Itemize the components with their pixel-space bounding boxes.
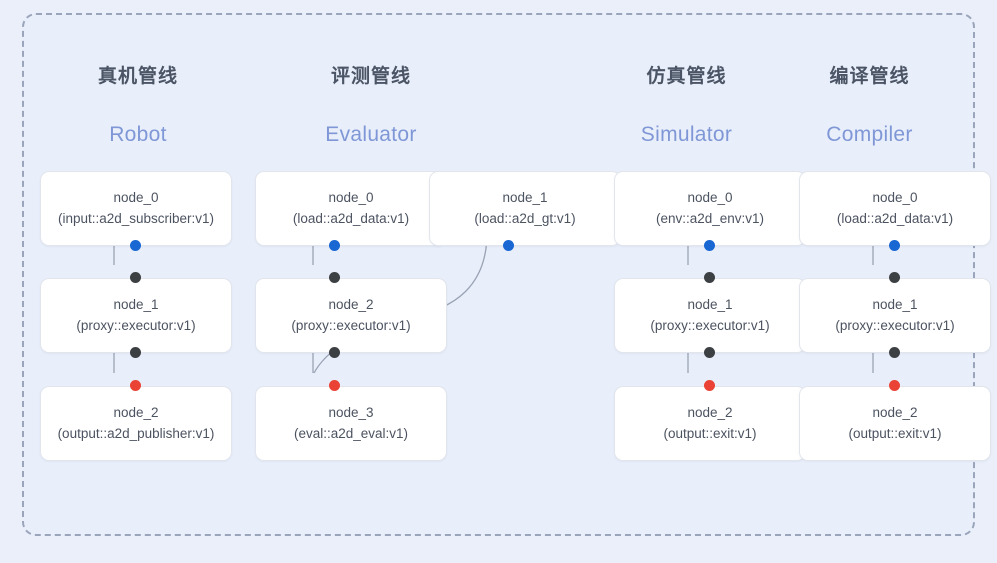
node-impl: (load::a2d_gt:v1) [474, 211, 576, 226]
node-impl: (eval::a2d_eval:v1) [293, 426, 409, 441]
port-input-compiler-2[interactable] [889, 380, 900, 391]
column-title-en-evaluator: Evaluator [325, 123, 417, 146]
pipeline-column-simulator: 仿真管线 Simulator node_0 (env::a2d_env:v1) … [590, 13, 806, 536]
port-input-simulator-2[interactable] [704, 380, 715, 391]
port-input-simulator-1[interactable] [704, 272, 715, 283]
node-simulator-1[interactable]: node_1 (proxy::executor:v1) [614, 278, 806, 353]
node-id: node_2 [872, 405, 918, 420]
node-impl: (proxy::executor:v1) [650, 318, 770, 333]
port-output-compiler-1[interactable] [889, 347, 900, 358]
pipeline-columns: 真机管线 Robot node_0 (input::a2d_subscriber… [22, 13, 991, 536]
port-output-simulator-0[interactable] [704, 240, 715, 251]
column-title-en-compiler: Compiler [826, 123, 913, 146]
pipeline-column-robot: 真机管线 Robot node_0 (input::a2d_subscriber… [22, 13, 254, 536]
node-impl: (load::a2d_data:v1) [292, 211, 410, 226]
node-robot-2[interactable]: node_2 (output::a2d_publisher:v1) [40, 386, 232, 461]
node-id: node_2 [113, 405, 159, 420]
node-impl: (output::exit:v1) [848, 426, 942, 441]
column-title-cn-simulator: 仿真管线 [646, 66, 727, 87]
node-simulator-2[interactable]: node_2 (output::exit:v1) [614, 386, 806, 461]
column-title-cn-compiler: 编译管线 [829, 66, 910, 87]
port-input-robot-1[interactable] [130, 272, 141, 283]
node-robot-0[interactable]: node_0 (input::a2d_subscriber:v1) [40, 171, 232, 246]
node-id: node_2 [328, 297, 374, 312]
node-robot-1[interactable]: node_1 (proxy::executor:v1) [40, 278, 232, 353]
node-id: node_1 [113, 297, 159, 312]
node-compiler-0[interactable]: node_0 (load::a2d_data:v1) [799, 171, 991, 246]
node-compiler-1[interactable]: node_1 (proxy::executor:v1) [799, 278, 991, 353]
port-output-evaluator-2[interactable] [329, 347, 340, 358]
node-compiler-2[interactable]: node_2 (output::exit:v1) [799, 386, 991, 461]
node-simulator-0[interactable]: node_0 (env::a2d_env:v1) [614, 171, 806, 246]
port-output-robot-0[interactable] [130, 240, 141, 251]
node-impl: (input::a2d_subscriber:v1) [57, 211, 215, 226]
node-evaluator-1[interactable]: node_1 (load::a2d_gt:v1) [429, 171, 621, 246]
node-impl: (proxy::executor:v1) [291, 318, 411, 333]
node-id: node_0 [687, 190, 733, 205]
pipeline-column-evaluator: 评测管线 Evaluator node_0 (load::a2d_data:v1… [238, 13, 621, 536]
port-input-evaluator-3[interactable] [329, 380, 340, 391]
node-evaluator-2[interactable]: node_2 (proxy::executor:v1) [255, 278, 447, 353]
column-title-en-robot: Robot [109, 123, 167, 146]
node-id: node_1 [502, 190, 548, 205]
port-input-evaluator-2[interactable] [329, 272, 340, 283]
port-output-compiler-0[interactable] [889, 240, 900, 251]
node-impl: (env::a2d_env:v1) [655, 211, 765, 226]
node-evaluator-3[interactable]: node_3 (eval::a2d_eval:v1) [255, 386, 447, 461]
node-id: node_2 [687, 405, 733, 420]
node-impl: (output::a2d_publisher:v1) [57, 426, 215, 441]
column-title-cn-evaluator: 评测管线 [330, 66, 411, 87]
node-impl: (load::a2d_data:v1) [836, 211, 954, 226]
port-output-evaluator-1[interactable] [503, 240, 514, 251]
port-output-robot-1[interactable] [130, 347, 141, 358]
column-title-en-simulator: Simulator [640, 123, 733, 146]
node-impl: (proxy::executor:v1) [835, 318, 955, 333]
pipeline-column-compiler: 编译管线 Compiler node_0 (load::a2d_data:v1)… [773, 13, 991, 536]
node-id: node_3 [328, 405, 374, 420]
node-impl: (proxy::executor:v1) [76, 318, 196, 333]
node-id: node_0 [113, 190, 159, 205]
node-impl: (output::exit:v1) [663, 426, 757, 441]
node-id: node_1 [872, 297, 918, 312]
column-title-cn-robot: 真机管线 [97, 66, 178, 87]
node-id: node_0 [872, 190, 918, 205]
port-input-robot-2[interactable] [130, 380, 141, 391]
node-evaluator-0[interactable]: node_0 (load::a2d_data:v1) [255, 171, 447, 246]
node-id: node_1 [687, 297, 733, 312]
port-input-compiler-1[interactable] [889, 272, 900, 283]
port-output-evaluator-0[interactable] [329, 240, 340, 251]
port-output-simulator-1[interactable] [704, 347, 715, 358]
node-id: node_0 [328, 190, 374, 205]
